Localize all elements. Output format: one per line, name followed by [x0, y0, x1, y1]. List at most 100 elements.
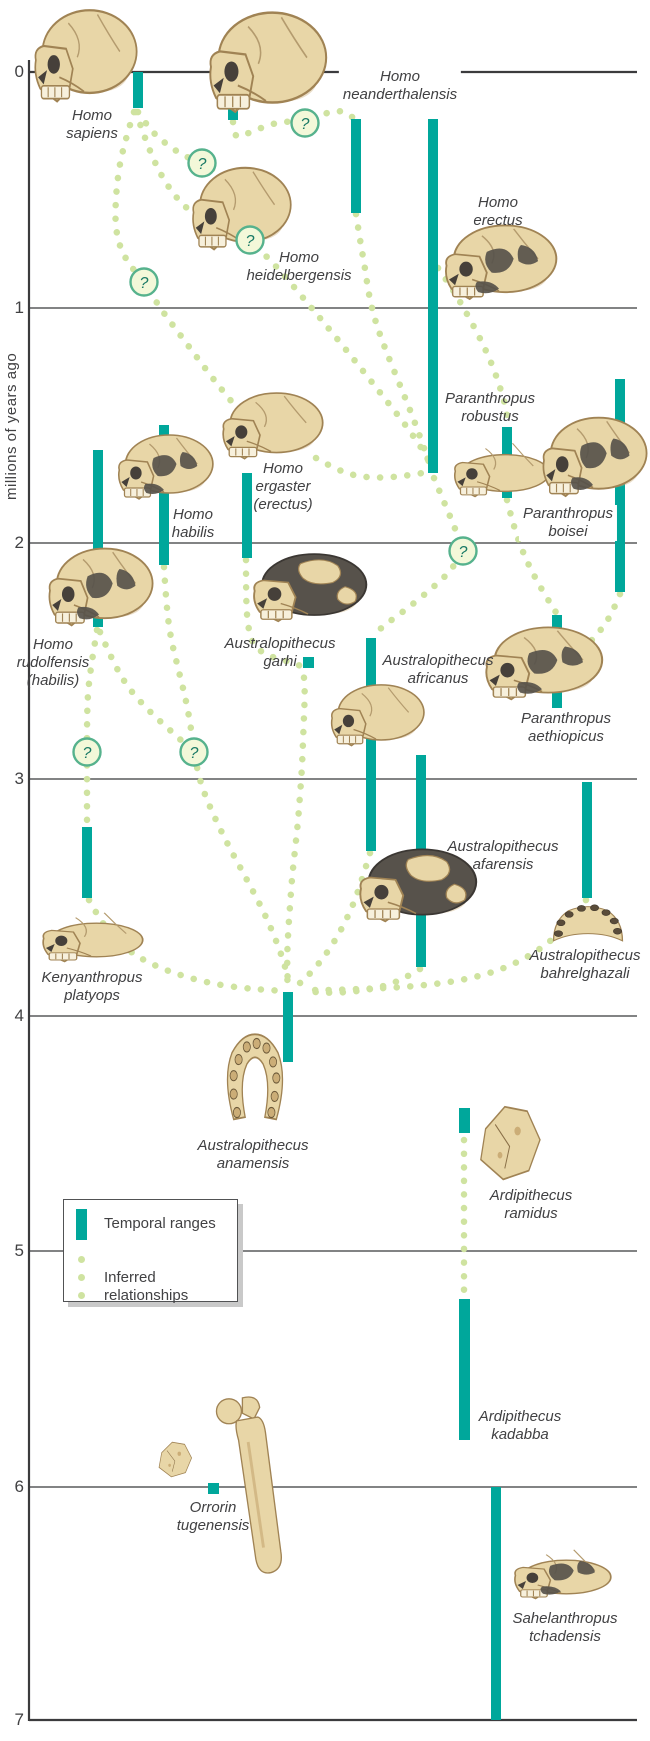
homo-neanderthalensis-label-line: neanderthalensis: [342, 86, 458, 103]
sahelanthropus-tchadensis-label-line: tchadensis: [529, 1628, 601, 1645]
kenyanthropus-platyops-temporal-range-bar: [82, 827, 92, 898]
homo-neanderthalensis-fossil-image: [209, 11, 328, 114]
homo-heidelbergensis-label-line: Homo: [278, 249, 320, 266]
australopithecus-garhi-label-line: Australopithecus: [224, 635, 336, 652]
paranthropus-robustus-label-line: robustus: [461, 408, 519, 425]
ardipithecus-kadabba-label-line: kadabba: [491, 1426, 549, 1443]
legend-inferred-label: Inferred relationships: [104, 1269, 189, 1304]
homo-erectus-fossil-image: [445, 224, 558, 301]
australopithecus-anamensis-label-line: Australopithecus: [197, 1137, 309, 1154]
australopithecus-anamensis-temporal-range-bar: [283, 992, 293, 1062]
kenyanthropus-platyops-fossil-image: [42, 912, 144, 963]
relationship-homo-heidelbergensis--homo-erectus: [352, 210, 435, 472]
uncertainty-question-icon: ?: [290, 108, 320, 138]
australopithecus-africanus-label-line: Australopithecus: [382, 652, 494, 669]
ardipithecus-kadabba-temporal-range-bar: [459, 1299, 470, 1440]
homo-rudolfensis-label-line: rudolfensis: [16, 654, 90, 671]
paranthropus-boisei-fossil-image: [542, 416, 648, 498]
australopithecus-bahrelghazali-label-line: bahrelghazali: [540, 965, 630, 982]
australopithecus-africanus-fossil-image: [330, 684, 425, 747]
homo-habilis-temporal-range-bar: [159, 425, 169, 565]
relationship-homo-ergaster--australopithecus-anamensis: [242, 556, 308, 992]
tick-label-7: 7: [14, 1710, 24, 1729]
uncertainty-question-icon: ?: [187, 148, 217, 178]
paranthropus-robustus-fossil-image: [453, 442, 550, 498]
australopithecus-bahrelghazali-label-line: Australopithecus: [529, 947, 641, 964]
australopithecus-garhi-temporal-range-bar: [303, 657, 314, 668]
australopithecus-anamensis-fossil-image: [226, 1033, 284, 1121]
homo-ergaster-label-line: ergaster: [255, 478, 311, 495]
legend-temporal-label: Temporal ranges: [104, 1215, 216, 1232]
svg-text:?: ?: [459, 544, 468, 561]
temporal-range-swatch-icon: [76, 1209, 87, 1240]
homo-ergaster-temporal-range-bar: [242, 473, 252, 558]
sahelanthropus-tchadensis-label-line: Sahelanthropus: [512, 1610, 618, 1627]
paranthropus-aethiopicus-label-line: Paranthropus: [520, 710, 612, 727]
homo-rudolfensis-label-line: (habilis): [26, 672, 80, 689]
relationship-paranthropus-robustus--paranthropus-aethiopicus: [503, 496, 561, 618]
australopithecus-garhi-label-line: garhi: [263, 653, 297, 670]
paranthropus-boisei-label-line: boisei: [548, 523, 588, 540]
paranthropus-aethiopicus-fossil-image: [485, 626, 604, 701]
orrorin-tugenensis-fossil-image: [158, 1441, 193, 1478]
uncertainty-question-icon: ?: [179, 737, 209, 767]
ardipithecus-ramidus-label-line: Ardipithecus: [489, 1187, 573, 1204]
australopithecus-africanus-temporal-range-bar: [366, 638, 376, 851]
svg-text:?: ?: [140, 275, 149, 292]
svg-text:?: ?: [198, 156, 207, 173]
relationship-homo-erectus--paranthropus-robustus: [434, 264, 511, 429]
homo-ergaster-label-line: (erectus): [253, 496, 313, 513]
homo-habilis-fossil-image: [117, 434, 214, 500]
kenyanthropus-platyops-label-line: Kenyanthropus: [41, 969, 143, 986]
homo-rudolfensis-label-line: Homo: [32, 636, 74, 653]
relationship-homo-sapiens--homo-erectus: [132, 108, 436, 474]
ardipithecus-kadabba-label-line: Ardipithecus: [478, 1408, 562, 1425]
tick-label-1: 1: [14, 298, 24, 317]
homo-erectus-temporal-range-bar: [428, 119, 438, 473]
uncertainty-question-icon: ?: [72, 737, 102, 767]
uncertainty-question-icon: ?: [448, 536, 478, 566]
sahelanthropus-tchadensis-fossil-image: [514, 1549, 612, 1600]
uncertainty-question-icon: ?: [235, 225, 265, 255]
australopithecus-bahrelghazali-fossil-image: [552, 904, 624, 942]
homo-ergaster-label-line: Homo: [262, 460, 303, 477]
homo-ergaster-fossil-image: [222, 392, 324, 460]
paranthropus-robustus-label-line: Paranthropus: [444, 390, 536, 407]
uncertainty-question-icon: ?: [129, 267, 159, 297]
svg-text:?: ?: [246, 233, 255, 250]
orrorin-tugenensis-label-line: Orrorin: [189, 1499, 237, 1516]
paranthropus-boisei-label-line: Paranthropus: [522, 505, 614, 522]
relationship-australopithecus-africanus--australopithecus-anamensis: [290, 849, 374, 992]
australopithecus-africanus-label-line: africanus: [407, 670, 469, 687]
ardipithecus-ramidus-label-line: ramidus: [504, 1205, 558, 1222]
orrorin-tugenensis-temporal-range-bar: [208, 1483, 219, 1494]
tick-label-2: 2: [14, 533, 24, 552]
homo-sapiens-fossil-image: [34, 9, 138, 103]
homo-sapiens-label-line: Homo: [71, 107, 113, 124]
homo-heidelbergensis-fossil-image: [192, 166, 292, 251]
tick-label-0: 0: [14, 62, 24, 81]
relationship-homo-ergaster--homo-erectus: [312, 454, 432, 481]
orrorin-tugenensis-label-line: tugenensis: [176, 1517, 250, 1534]
inferred-relationship-dots-icon: [78, 1256, 86, 1299]
relationship-australopithecus-afarensis--australopithecus-anamensis: [301, 965, 424, 996]
homo-sapiens-label-line: sapiens: [66, 125, 118, 142]
